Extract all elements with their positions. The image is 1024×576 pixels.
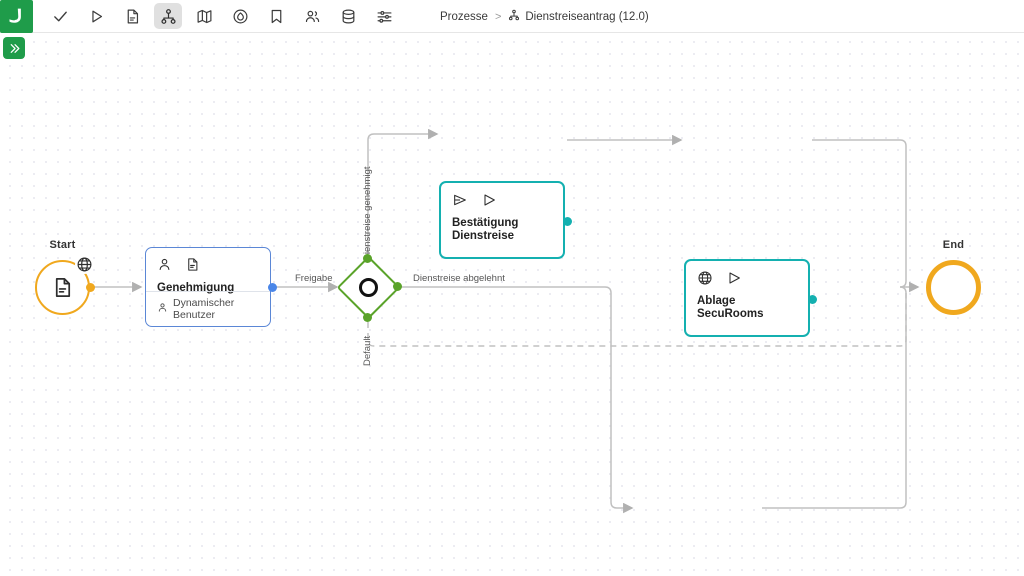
edge-ablage-to-end [812, 139, 920, 293]
play-icon [726, 270, 742, 291]
chevron-double-right-icon [10, 43, 19, 53]
gateway-right-connector[interactable] [393, 282, 402, 291]
node-start[interactable]: Start [35, 239, 95, 315]
play-icon[interactable] [82, 3, 110, 29]
gateway-diamond[interactable] [336, 255, 401, 320]
start-event-circle[interactable] [35, 255, 94, 315]
edge-label-dienstreise-genehmigt: Dienstreise genehmigt [362, 166, 373, 261]
start-output-connector[interactable] [86, 283, 95, 292]
node-end[interactable]: End [926, 239, 981, 315]
genehmigung-icons [146, 248, 270, 277]
node-gateway[interactable] [336, 254, 402, 322]
bestaetigung-output-connector[interactable] [563, 217, 572, 226]
process-diagram-canvas[interactable]: Freigabe Dienstreise abgelehnt Dienstrei… [0, 33, 1024, 576]
end-event-circle[interactable] [926, 260, 981, 315]
person-icon [157, 257, 172, 277]
breadcrumb-current[interactable]: Dienstreiseantrag (12.0) [508, 9, 649, 24]
sliders-icon[interactable] [370, 3, 398, 29]
document-icon [185, 257, 200, 277]
top-toolbar: Prozesse > Dienstreiseantrag (12.0) [0, 0, 1024, 33]
bestaetigung-icons [441, 183, 563, 212]
org-chart-icon [508, 9, 520, 24]
breadcrumb-current-label: Dienstreiseantrag (12.0) [525, 10, 649, 23]
document-icon[interactable] [118, 3, 146, 29]
node-genehmigung[interactable]: Genehmigung Dynamischer Benutzer [145, 247, 277, 327]
ablage-icons [686, 261, 808, 290]
node-bestaetigung-dienstreise[interactable]: Bestätigung Dienstreise [439, 181, 572, 259]
app-logo[interactable] [0, 0, 33, 33]
end-event-label: End [942, 239, 965, 251]
logo-glyph [9, 8, 21, 23]
edge-gateway-to-bestaetigung [367, 128, 439, 254]
gateway-bottom-connector[interactable] [363, 313, 372, 322]
check-icon[interactable] [46, 3, 74, 29]
edge-label-default: Default [362, 335, 373, 366]
send-icon [452, 192, 468, 213]
org-chart-icon[interactable] [154, 3, 182, 29]
toolbar-icon-strip [42, 3, 402, 29]
diagram-edges [92, 128, 920, 514]
gateway-top-connector[interactable] [363, 254, 372, 263]
start-event-label: Start [49, 239, 76, 251]
bestaetigung-title: Bestätigung Dienstreise [452, 217, 519, 242]
genehmigung-output-connector[interactable] [268, 283, 277, 292]
breadcrumb-separator: > [494, 10, 502, 23]
node-ablage-securooms[interactable]: Ablage SecuRooms [684, 259, 817, 337]
edge-label-dienstreise-abgelehnt: Dienstreise abgelehnt [413, 273, 505, 284]
edge-gateway-to-ablehnung [400, 286, 634, 514]
bookmark-icon[interactable] [262, 3, 290, 29]
ablage-output-connector[interactable] [808, 295, 817, 304]
breadcrumb-root[interactable]: Prozesse [440, 10, 488, 23]
breadcrumb: Prozesse > Dienstreiseantrag (12.0) [440, 0, 649, 33]
person-icon [157, 302, 168, 316]
edge-ablehnung-to-end [762, 286, 907, 509]
edge-gateway-default-to-end [367, 293, 907, 347]
globe-icon [75, 255, 94, 274]
users-icon[interactable] [298, 3, 326, 29]
play-icon [481, 192, 497, 213]
document-icon [55, 278, 71, 297]
map-icon[interactable] [190, 3, 218, 29]
globe-icon [697, 270, 713, 291]
droplet-icon[interactable] [226, 3, 254, 29]
expand-sidebar-button[interactable] [3, 37, 25, 59]
database-icon[interactable] [334, 3, 362, 29]
genehmigung-assignee: Dynamischer Benutzer [146, 291, 270, 326]
genehmigung-assignee-label: Dynamischer Benutzer [173, 297, 235, 321]
edge-label-freigabe: Freigabe [295, 273, 333, 284]
ablage-title: Ablage SecuRooms [697, 295, 764, 320]
